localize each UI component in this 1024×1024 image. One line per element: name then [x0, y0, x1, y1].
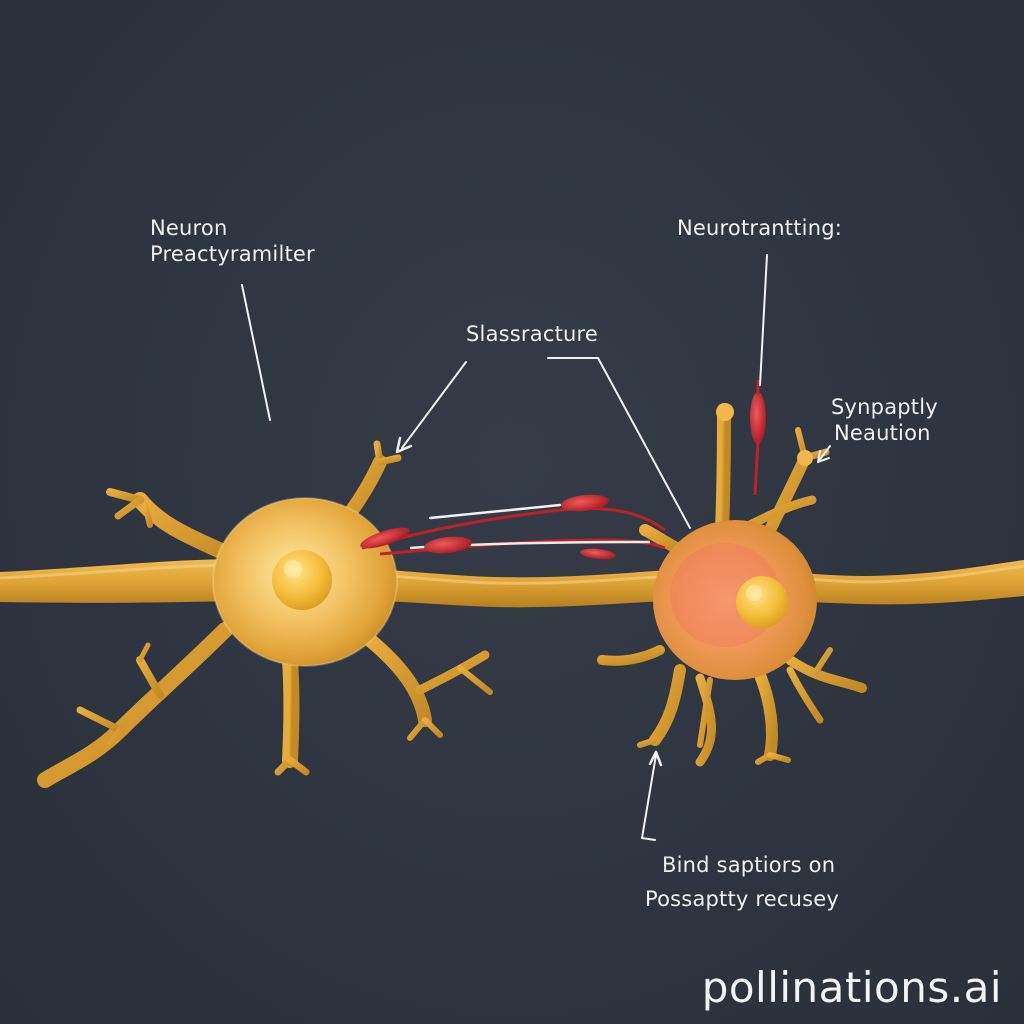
bind-receptors-label: Bind saptiors on Possaptty recusey [645, 852, 839, 912]
leader-lines [241, 254, 831, 841]
axon-fiber [0, 559, 1024, 608]
presynaptic-dendrites [37, 440, 493, 788]
postsynaptic-knobs [716, 403, 813, 466]
watermark: pollinations.ai [701, 963, 1002, 1012]
presynaptic-nucleus [272, 550, 332, 610]
neuron-presynaptic-label-line2: Preactyramilter [150, 242, 315, 266]
synaptic-neuron-label-line1: Synpaptly [831, 395, 938, 419]
neuron-presynaptic-label-line1: Neuron [150, 216, 228, 240]
synaptic-neuron-label-line2: Neaution [834, 421, 931, 445]
presynaptic-soma [212, 497, 398, 667]
bind-receptors-label-line1: Bind saptiors on [662, 853, 836, 877]
slassracture-label: Slassracture [466, 322, 598, 346]
synaptic-neuron-label: Synpaptly Neaution [831, 394, 938, 446]
bind-receptors-label-line2: Possaptty recusey [645, 887, 840, 911]
neuron-presynaptic-label: Neuron Preactyramilter [150, 215, 315, 267]
postsynaptic-nucleus [736, 576, 788, 628]
postsynaptic-soma [653, 520, 817, 680]
neurotransmitter-vesicles [360, 380, 766, 560]
neurotransmitter-label: Neurotrantting: [677, 216, 843, 240]
